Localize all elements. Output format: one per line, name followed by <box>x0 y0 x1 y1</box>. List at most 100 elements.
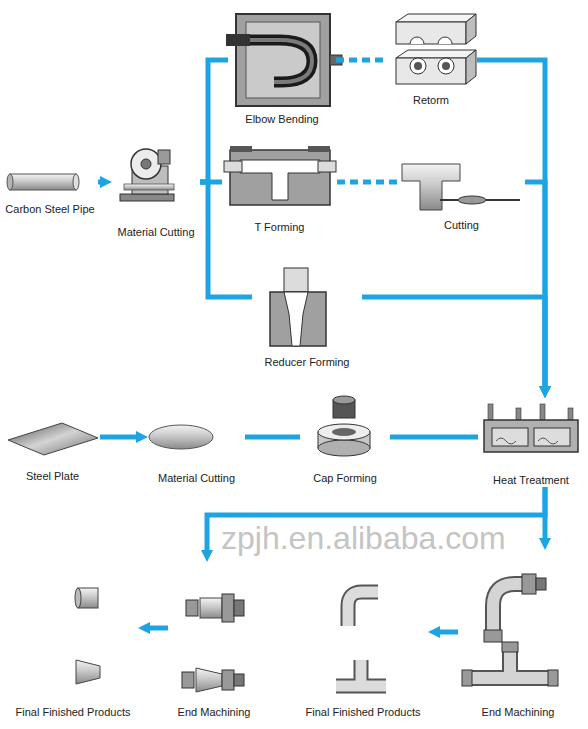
retorm-die-illustration <box>396 22 466 44</box>
flow-connector <box>200 182 252 297</box>
tee-cutting-illustration <box>402 164 520 210</box>
finished-fittings-illustration <box>348 592 378 626</box>
end-machining-fittings-illustration <box>222 670 234 690</box>
elbow-bending-illustration <box>246 40 312 82</box>
t-forming-die-illustration <box>224 146 336 205</box>
reducer-forming-die-illustration <box>284 268 308 292</box>
process-step: Cutting <box>398 155 525 232</box>
cut-disc-illustration <box>149 425 213 449</box>
t-forming-die-illustration <box>308 146 330 152</box>
flow-connector <box>98 180 100 185</box>
retorm-die-illustration <box>442 62 450 70</box>
reducer-forming-die-illustration <box>284 292 308 346</box>
retorm-die-illustration <box>396 50 476 58</box>
elbow-bending-illustration <box>226 34 250 46</box>
flow-connector <box>245 435 300 440</box>
furnace-illustration <box>492 428 528 446</box>
cut-disc-illustration <box>149 425 213 449</box>
end-machining-fittings-illustration <box>182 574 558 692</box>
flow-connector <box>390 435 478 440</box>
flow-connector <box>362 297 545 386</box>
retorm-die-illustration <box>396 58 466 84</box>
end-machining-fittings-illustration <box>502 642 518 652</box>
elbow-bending-illustration <box>226 14 342 106</box>
step-caption: Retorm <box>413 94 449 107</box>
step-caption: End Machining <box>482 706 555 719</box>
step-caption: End Machining <box>178 706 251 719</box>
end-machining-fittings-illustration <box>234 674 244 686</box>
end-machining-fittings-illustration <box>186 600 198 616</box>
t-forming-die-illustration <box>240 160 320 200</box>
flow-connector <box>525 182 545 386</box>
furnace-illustration <box>484 420 578 452</box>
end-machining-fittings-illustration <box>462 670 472 686</box>
process-step: Final Finished Products <box>8 578 138 719</box>
flow-connector <box>337 180 398 185</box>
furnace-illustration <box>540 404 545 420</box>
pipe-illustration <box>10 174 76 190</box>
retorm-die-illustration <box>466 50 476 84</box>
step-caption: Elbow Bending <box>245 113 318 126</box>
cap-forming-illustration <box>332 428 356 436</box>
retorm-die-illustration <box>466 14 476 44</box>
process-step: T Forming <box>222 145 337 234</box>
cap-forming-illustration <box>333 396 355 404</box>
end-machining-fittings-illustration <box>548 670 558 686</box>
saw-illustration <box>131 149 161 179</box>
steel-plate-illustration <box>8 423 98 455</box>
cap-forming-illustration <box>318 396 370 456</box>
process-step: End Machining <box>168 562 260 719</box>
flow-connector <box>336 58 385 63</box>
step-caption: Material Cutting <box>117 226 194 239</box>
flow-connector <box>150 626 168 631</box>
retorm-die-illustration <box>438 58 454 74</box>
steel-plate-illustration <box>8 423 98 455</box>
tee-cutting-illustration <box>458 196 486 204</box>
step-caption: Steel Plate <box>26 470 79 483</box>
furnace-illustration <box>484 404 578 452</box>
furnace-illustration <box>496 438 558 444</box>
elbow-bending-illustration <box>246 22 320 98</box>
step-caption: Material Cutting <box>158 472 235 485</box>
end-machining-fittings-illustration <box>472 652 548 678</box>
end-machining-fittings-illustration <box>493 584 524 630</box>
tee-cutting-illustration <box>402 164 460 210</box>
flow-connector <box>100 435 136 440</box>
elbow-bending-illustration <box>246 40 312 82</box>
process-step: Final Finished Products <box>298 582 428 719</box>
process-step: Cap Forming <box>300 395 390 485</box>
step-caption: Reducer Forming <box>265 356 350 369</box>
flow-connector <box>440 630 458 635</box>
process-step: Carbon Steel Pipe <box>2 165 98 216</box>
retorm-die-illustration <box>396 14 476 22</box>
step-caption: Cap Forming <box>313 472 377 485</box>
saw-illustration <box>120 194 174 201</box>
step-caption: Heat Treatment <box>493 474 569 487</box>
furnace-illustration <box>568 408 573 420</box>
cap-forming-illustration <box>318 440 370 456</box>
saw-illustration <box>124 184 174 190</box>
finished-fittings-illustration <box>336 660 386 686</box>
t-forming-die-illustration <box>224 161 242 172</box>
end-machining-fittings-illustration <box>536 578 546 590</box>
end-machining-fittings-illustration <box>196 668 222 692</box>
elbow-bending-illustration <box>236 14 330 106</box>
end-machining-fittings-illustration <box>484 630 502 642</box>
cap-forming-illustration <box>318 424 370 440</box>
finished-fittings-illustration <box>76 660 100 684</box>
t-forming-die-illustration <box>230 150 330 205</box>
step-caption: Carbon Steel Pipe <box>5 203 94 216</box>
end-machining-fittings-illustration <box>200 598 222 618</box>
flow-connector <box>200 60 228 182</box>
pipe-illustration <box>7 174 79 190</box>
process-step: Elbow Bending <box>228 10 336 126</box>
saw-illustration <box>158 150 170 164</box>
retorm-die-illustration <box>410 37 452 44</box>
end-machining-fittings-illustration <box>522 574 536 594</box>
step-caption: Cutting <box>444 219 479 232</box>
retorm-die-illustration <box>410 58 426 74</box>
pipe-illustration <box>7 174 13 190</box>
finished-fittings-illustration <box>348 592 378 626</box>
